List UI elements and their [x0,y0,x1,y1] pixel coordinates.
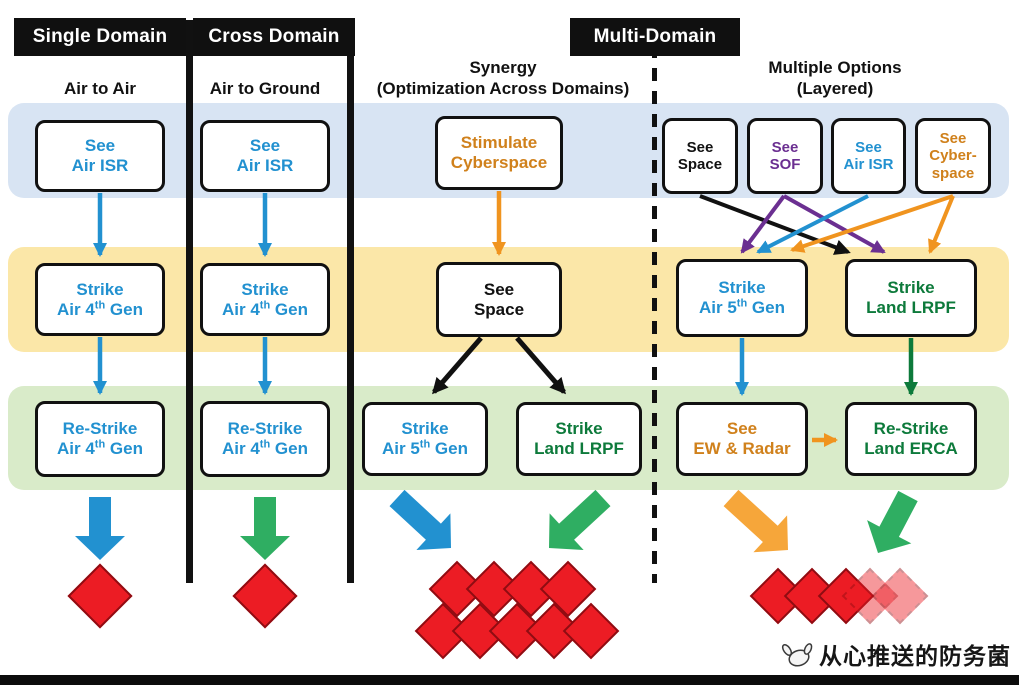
big-arrow-single-output [75,497,125,560]
watermark-hand-icon [781,643,813,667]
node-cross-restrike-air-4gen: Re-Strike Air 4th Gen [200,401,330,477]
node-multi-strike-air-5gen: Strike Air 5th Gen [676,259,808,337]
cue-arrow-isr-to-strike-air [756,194,869,254]
node-cross-strike-air-4gen: Strike Air 4th Gen [200,263,330,336]
target-diamond [232,563,298,629]
node-multi-see-ew-radar: See EW & Radar [676,402,808,476]
header-cross-domain: Cross Domain [193,18,355,56]
node-multi-see-air-isr: See Air ISR [831,118,906,194]
target-diamond [488,602,546,660]
target-diamond [783,567,841,625]
cue-arrow-sof-to-strike-land [783,194,886,254]
column-title-air-to-ground: Air to Ground [209,79,321,98]
big-arrow-multi-ew-output [723,489,788,553]
target-diamond [451,602,509,660]
big-arrow-synergy-air-output [389,489,451,550]
column-title-air-to-air: Air to Air [63,79,137,98]
separator-dashed-multidomain [652,22,657,583]
target-diamond [525,602,583,660]
target-diamond [562,602,620,660]
node-synergy-strike-land-lrpf: Strike Land LRPF [516,402,642,476]
target-diamond-faded [841,567,899,625]
big-arrow-multi-land-output [867,490,918,553]
bottom-black-bar [0,675,1019,685]
column-title-multiple-options: Multiple Options (Layered) [768,58,902,98]
node-multi-strike-land-lrpf: Strike Land LRPF [845,259,977,337]
cue-arrow-space-to-strike-land [699,194,851,255]
target-diamond [465,560,523,618]
target-diamond [428,560,486,618]
target-diamond-faded [871,567,929,625]
node-multi-see-space: See Space [662,118,738,194]
target-diamond [414,602,472,660]
node-multi-restrike-land-erca: Re-Strike Land ERCA [845,402,977,476]
cue-arrow-cyber-to-strike-land [928,195,955,254]
node-single-strike-air-4gen: Strike Air 4th Gen [35,263,165,336]
node-multi-see-cyberspace: See Cyber- space [915,118,991,194]
header-multi-domain: Multi-Domain [570,18,740,56]
separator-single-cross [186,20,193,583]
node-single-see-air-isr: See Air ISR [35,120,165,192]
restrike-layer-band [8,386,1009,490]
cue-arrow-cyber-to-strike-air [790,194,954,253]
node-synergy-see-space: See Space [436,262,562,337]
watermark: 从心推送的防务菌 [779,637,1011,671]
cue-arrow-sof-to-strike-air [740,194,786,254]
target-diamond [502,560,560,618]
column-title-synergy: Synergy (Optimization Across Domains) [376,58,630,98]
header-single-domain: Single Domain [14,18,186,56]
watermark-text: 从心推送的防务菌 [819,643,1011,669]
target-diamond [539,560,597,618]
separator-cross-synergy [347,20,354,583]
node-single-restrike-air-4gen: Re-Strike Air 4th Gen [35,401,165,477]
big-arrow-cross-output [240,497,290,560]
node-multi-see-sof: See SOF [747,118,823,194]
target-diamond [817,567,875,625]
node-cross-see-air-isr: See Air ISR [200,120,330,192]
target-diamond [749,567,807,625]
target-diamond [67,563,133,629]
big-arrow-synergy-land-output [549,489,611,550]
node-synergy-strike-air-5gen: Strike Air 5th Gen [362,402,488,476]
node-synergy-stimulate-cyberspace: Stimulate Cyberspace [435,116,563,190]
